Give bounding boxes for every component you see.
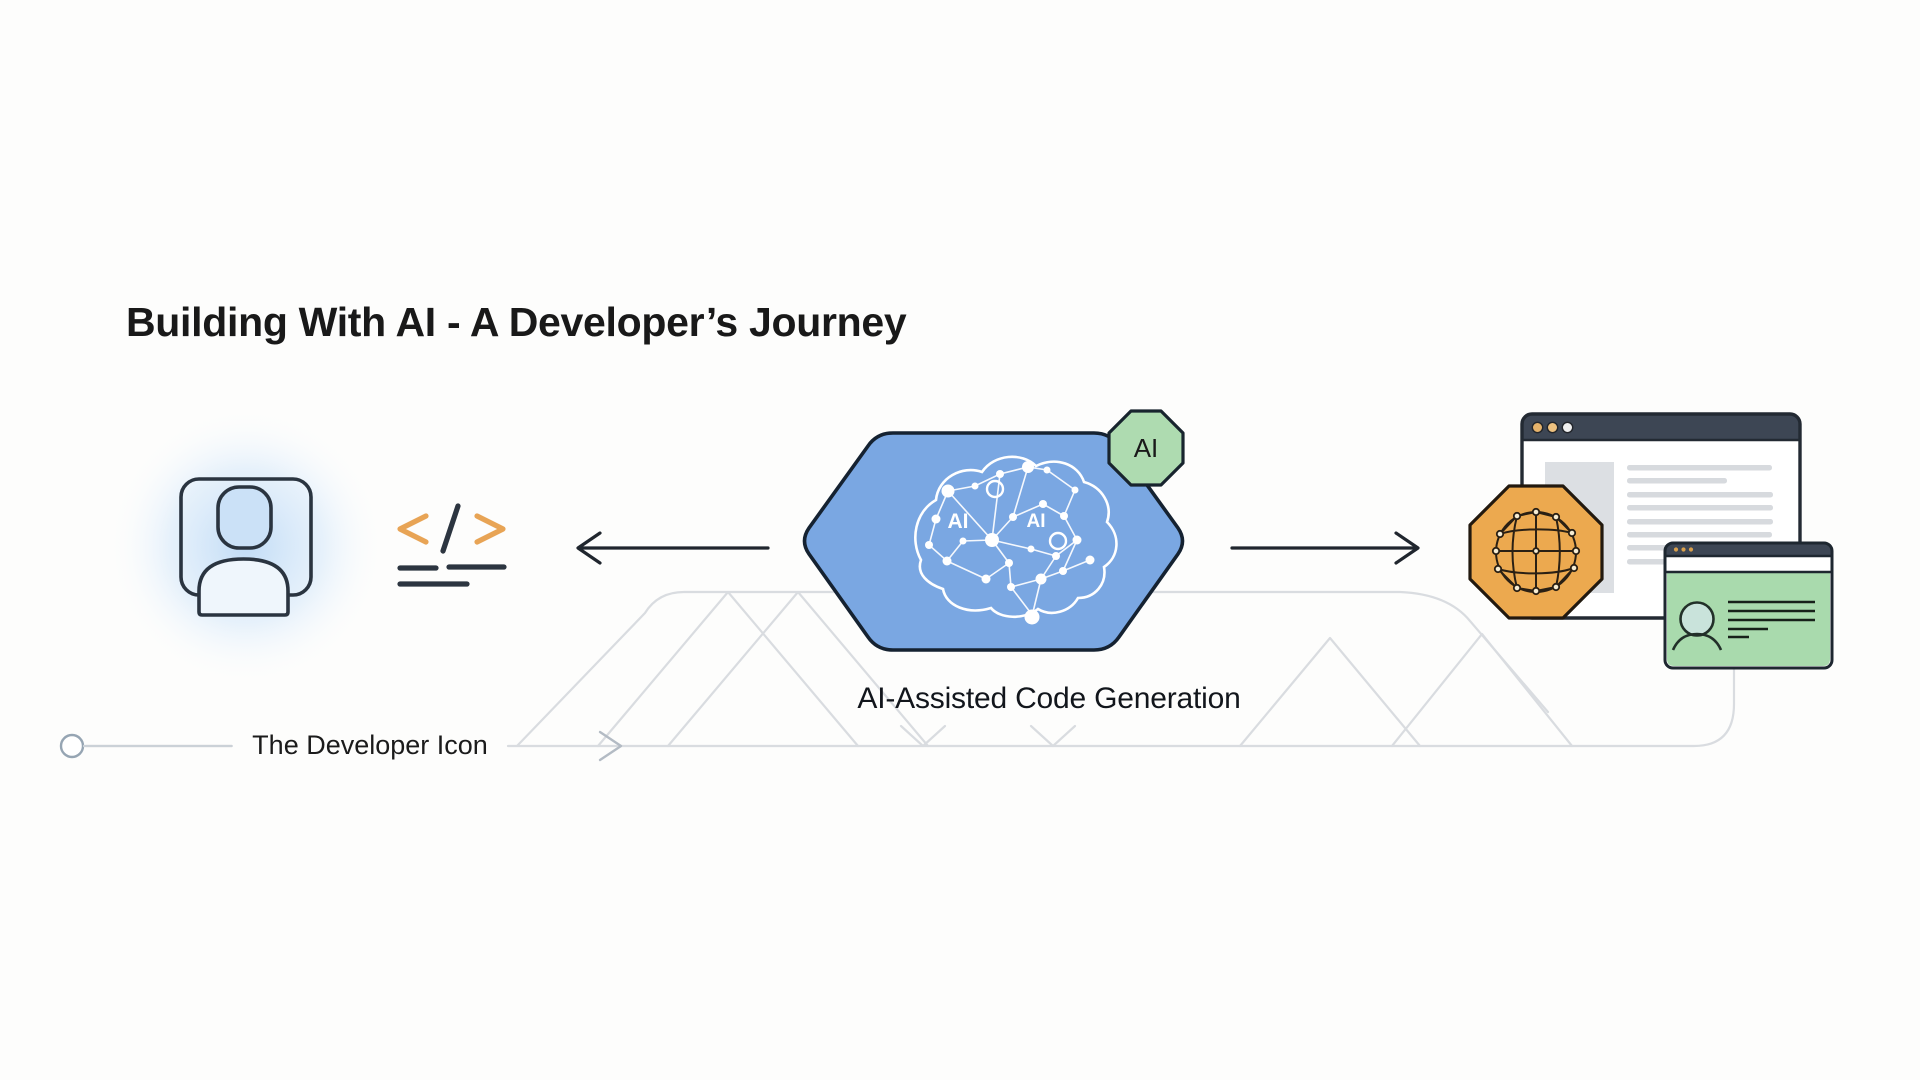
developer-icon	[179, 477, 313, 617]
globe-nodes	[1491, 507, 1581, 596]
brain-o-ring-right	[1048, 531, 1068, 551]
developer-label: The Developer Icon	[252, 730, 488, 760]
ai-badge-octagon	[1107, 409, 1185, 487]
card-header	[1665, 543, 1832, 556]
card-traffic-dots-icon	[1673, 547, 1694, 552]
code-slash	[440, 503, 461, 554]
card-dividers	[1665, 554, 1832, 574]
code-angle-left	[397, 513, 429, 545]
brain-network-edges	[928, 466, 1091, 613]
code-icon	[397, 503, 507, 587]
brain-outline	[914, 455, 1118, 619]
code-generation-label: AI-Assisted Code Generation	[857, 682, 1241, 715]
brain-o-ring-top	[985, 479, 1005, 499]
ribbon-chevrons	[899, 724, 1077, 748]
leader-dot-icon	[59, 733, 85, 759]
developer-leader	[59, 730, 623, 762]
brain-ai-label-right: AI	[1027, 511, 1046, 532]
code-underlines	[397, 564, 507, 587]
ribbon-diagonals-right	[1238, 632, 1574, 748]
arrow-left-icon	[576, 531, 770, 565]
page-title: Building With AI - A Developer’s Journey	[126, 299, 907, 345]
ai-hexagon-node: AI AI	[802, 431, 1185, 652]
leader-arrow-icon	[598, 730, 623, 762]
ai-badge-label: AI	[1134, 433, 1159, 463]
network-octagon	[1468, 484, 1604, 620]
brain-network-nodes	[925, 461, 1095, 625]
ai-brain-icon: AI AI	[914, 455, 1118, 625]
brain-ai-label-left: AI	[948, 510, 969, 533]
developer-head	[216, 485, 273, 550]
ribbon-topline	[515, 590, 1550, 748]
profile-card	[1663, 541, 1834, 670]
profile-avatar-icon	[1671, 601, 1723, 651]
window-header	[1522, 414, 1800, 440]
developer-body	[197, 557, 290, 617]
window-traffic-dots-icon	[1531, 421, 1574, 434]
card-border	[1663, 541, 1834, 670]
ai-badge: AI	[1107, 409, 1185, 487]
code-angle-right	[474, 513, 506, 545]
card-text-skeleton	[1728, 600, 1815, 639]
globe-network-icon	[1491, 507, 1581, 596]
arrow-right-icon	[1230, 531, 1420, 565]
ribbon-diagonals-left	[596, 590, 930, 748]
